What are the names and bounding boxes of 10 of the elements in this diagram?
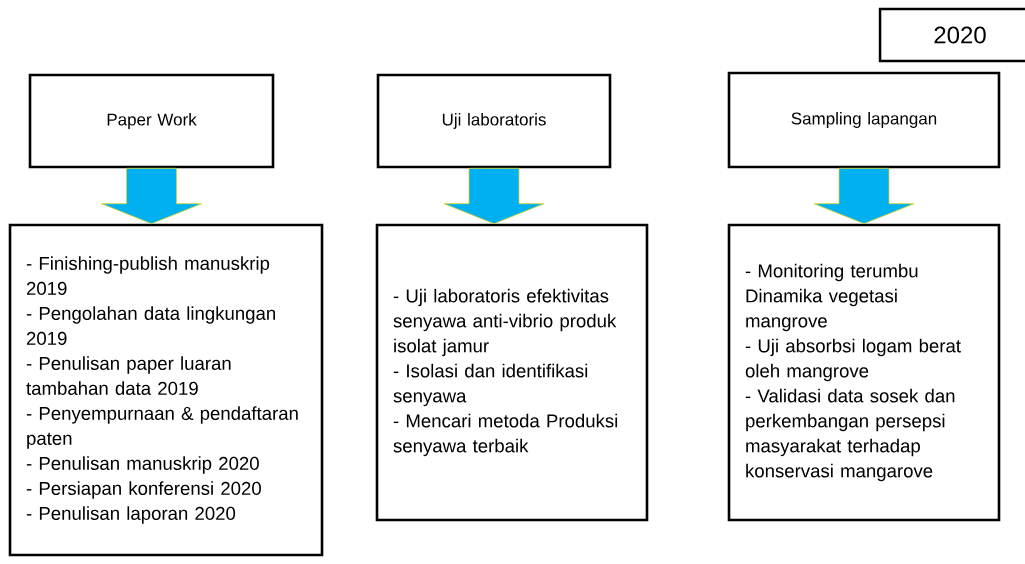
heading-box: Uji laboratoris	[376, 73, 612, 169]
task-list-box: - Finishing-publish manuskrip 2019 - Pengolahan data lingkungan 2019 - Penulisan paper luaran tambahan data 2019 - Penyempurnaan & pendaftaran paten - Penulisan manuskrip 2020 - Persiapan konferensi 2020 - Penulisan laporan 2020	[8, 223, 324, 557]
block-arrow	[813, 167, 915, 225]
task-list-box: - Monitoring terumbu Dinamika vegetasi mangrove - Uji absorbsi logam berat oleh mangrove - Validasi data sosek dan perkembangan persepsi masyarakat terhadap konservasi mangarove	[727, 223, 1001, 522]
block-arrow	[101, 167, 202, 225]
year-box: 2020	[878, 7, 1025, 63]
task-list-box: - Uji laboratoris efektivitas senyawa anti-vibrio produk isolat jamur - Isolasi dan identifikasi senyawa - Mencari metoda Produksi senyawa terbaik	[375, 223, 649, 522]
block-arrow	[443, 167, 545, 225]
heading-box: Paper Work	[28, 73, 275, 169]
heading-box: Sampling lapangan	[727, 71, 1001, 169]
